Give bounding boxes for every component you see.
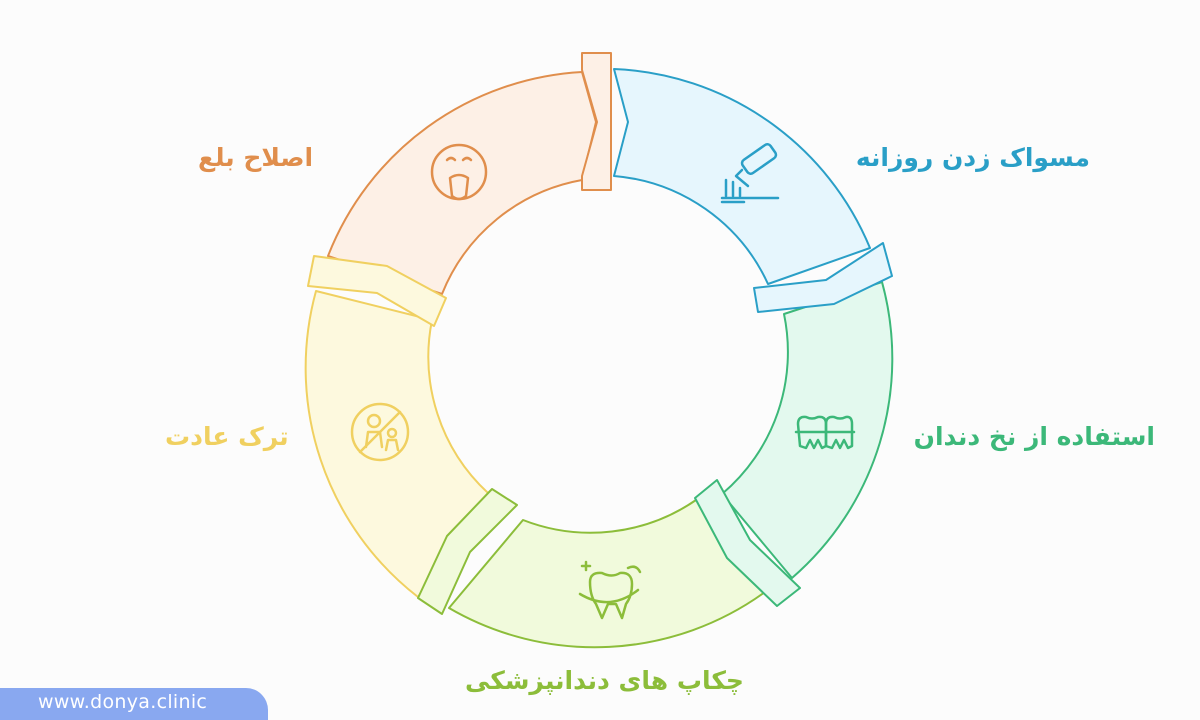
braces-teeth-icon [794, 415, 856, 450]
no-thumb-sucking-icon [350, 402, 410, 462]
connector-checkup-habit [417, 488, 518, 615]
footer-badge [0, 688, 268, 720]
connector-brushing-floss [753, 242, 893, 313]
segment-floss [721, 281, 894, 579]
step-label-habit: ترک عادت [165, 422, 289, 451]
step-label-checkup: چکاپ های دندانپزشکی [465, 666, 744, 695]
healthy-tooth-icon [578, 560, 642, 620]
step-label-brushing: مسواک زدن روزانه [855, 143, 1090, 172]
swallowing-face-icon [430, 143, 488, 201]
segment-swallowing [327, 71, 597, 295]
connector-floss-checkup [694, 479, 801, 607]
toothbrush-icon [720, 143, 780, 204]
step-label-swallowing: اصلاح بلع [198, 143, 314, 172]
segment-brushing [613, 68, 871, 285]
connector-habit-swallowing [307, 255, 447, 327]
step-label-floss: استفاده از نخ دندان [913, 422, 1155, 451]
connector-swallowing-brushing [581, 52, 612, 191]
footer-url-link[interactable]: www.donya.clinic [38, 691, 208, 713]
